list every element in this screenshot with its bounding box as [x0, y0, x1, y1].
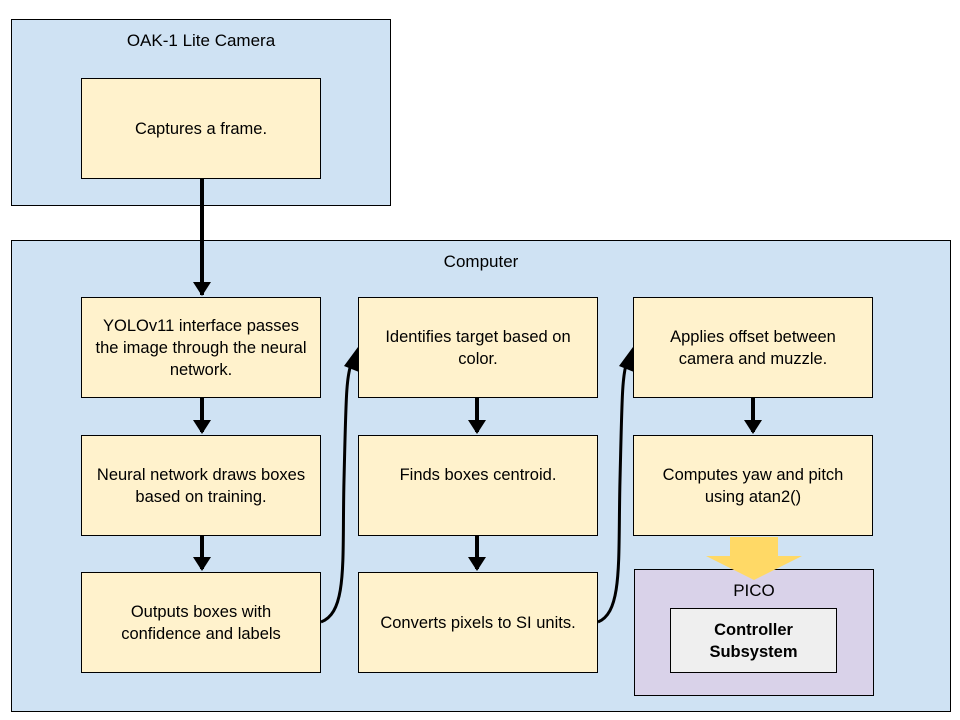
compute-yaw-pitch-label: Computes yaw and pitch using atan2() — [662, 466, 844, 506]
find-centroid-box: Finds boxes centroid. — [358, 435, 598, 536]
pico-group-title: PICO — [733, 581, 775, 600]
yolo-interface-box: YOLOv11 interface passes the image throu… — [81, 297, 321, 398]
output-boxes-box: Outputs boxes with confidence and labels — [81, 572, 321, 673]
camera-group-title: OAK-1 Lite Camera — [126, 31, 276, 50]
apply-offset-box: Applies offset between camera and muzzle… — [633, 297, 873, 398]
identify-target-box: Identifies target based on color. — [358, 297, 598, 398]
draw-boxes-box: Neural network draws boxes based on trai… — [81, 435, 321, 536]
identify-target-label: Identifies target based on color. — [385, 328, 571, 368]
computer-group-title: Computer — [443, 252, 519, 271]
compute-yaw-pitch-box: Computes yaw and pitch using atan2() — [633, 435, 873, 536]
capture-frame-box: Captures a frame. — [81, 78, 321, 179]
apply-offset-label: Applies offset between camera and muzzle… — [670, 328, 836, 368]
find-centroid-label: Finds boxes centroid. — [399, 466, 557, 484]
controller-subsystem-box: Controller Subsystem — [670, 608, 837, 673]
convert-pixels-box: Converts pixels to SI units. — [358, 572, 598, 673]
